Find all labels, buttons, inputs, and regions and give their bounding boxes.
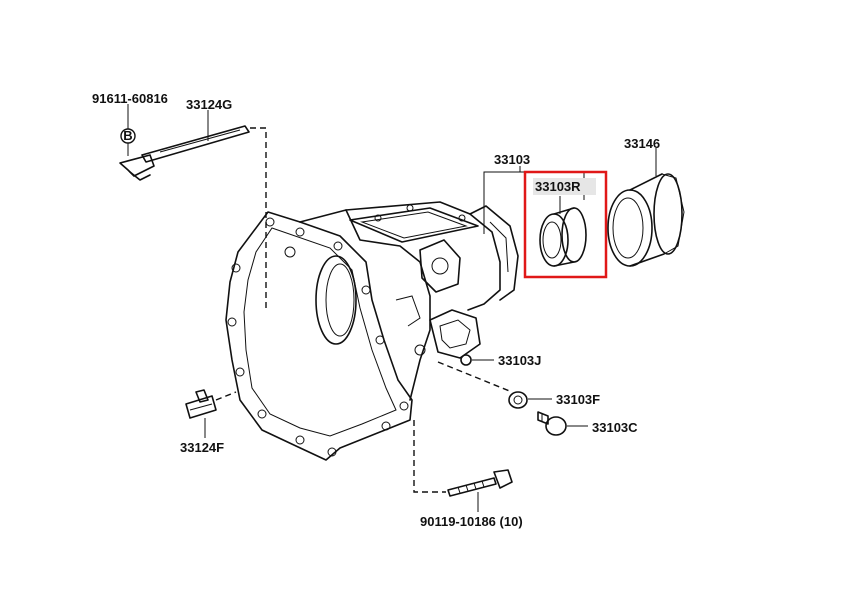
fork-alignment-line [215, 391, 237, 401]
label-rod: 33124G [186, 97, 232, 112]
label-case: 33103 [494, 152, 530, 167]
boot-sleeve[interactable] [607, 173, 685, 267]
label-plug-c: 33103C [592, 420, 638, 435]
shift-rod[interactable] [119, 125, 250, 181]
bolt-alignment-line [413, 420, 446, 493]
label-bolt-top: 91611-60816 [92, 91, 168, 106]
case-bolt[interactable] [447, 469, 513, 497]
marker-b-letter: B [123, 128, 132, 143]
label-bolt-bottom: 90119-10186 (10) [420, 514, 523, 529]
oil-seal[interactable] [539, 196, 587, 267]
plug-c[interactable] [537, 411, 567, 436]
highlight-label-bg [533, 178, 596, 195]
label-washer-f: 33103F [556, 392, 600, 407]
washer-alignment-line [437, 361, 513, 393]
shift-fork[interactable] [185, 389, 217, 419]
label-seal-highlight: 33103R [535, 179, 581, 194]
highlight-box [523, 170, 608, 279]
bolt-marker: B [120, 128, 136, 144]
washer-f[interactable] [508, 391, 528, 409]
label-boot: 33146 [624, 136, 660, 151]
transmission-case[interactable] [225, 201, 519, 461]
plug-j[interactable] [460, 354, 472, 366]
rod-alignment-line [250, 127, 267, 312]
label-fork: 33124F [180, 440, 224, 455]
label-plug-j: 33103J [498, 353, 541, 368]
